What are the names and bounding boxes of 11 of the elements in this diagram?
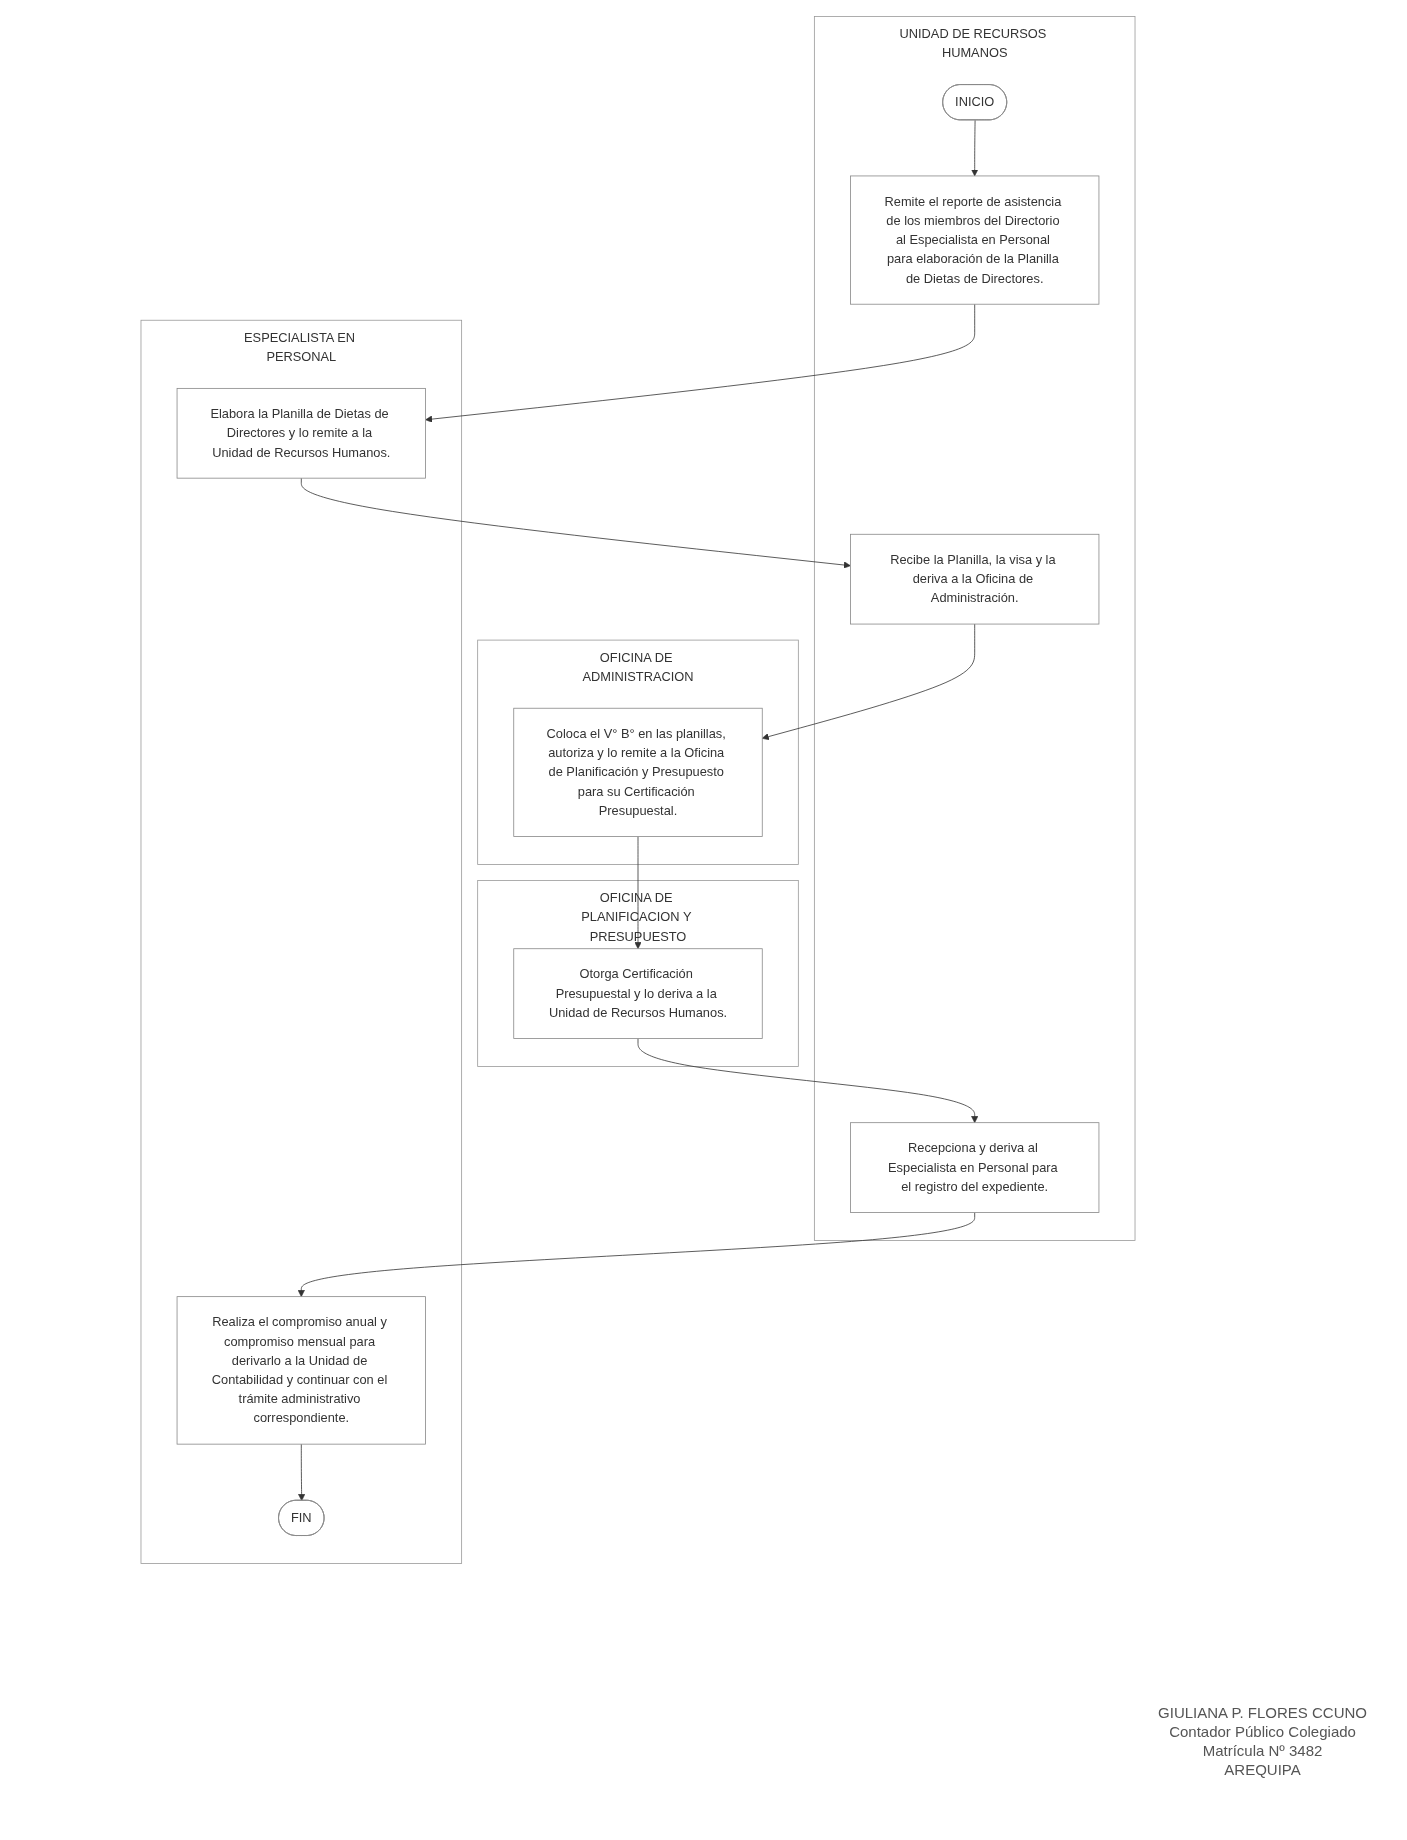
signature-text: Matrícula Nº 3482: [1201, 1742, 1324, 1759]
node-box: Remite el reporte de asistencia de los miembros del Directorio al Especialista en Personal para elaboración de la Planilla de Dietas de Directores.: [850, 175, 1100, 305]
node-box: Recibe la Planilla, la visa y la deriva a la Oficina de Administración.: [850, 533, 1100, 625]
node-box: Coloca el V° B° en las planillas, autoriza y lo remite a la Oficina de Planificación y Presupuesto para su Certificación Presupuestal.: [513, 707, 763, 837]
node-box: Otorga Certificación Presupuestal y lo deriva a la Unidad de Recursos Humanos.: [513, 948, 763, 1039]
node-box: Recepciona y deriva al Especialista en Personal para el registro del expediente.: [850, 1122, 1100, 1213]
node-box: Realiza el compromiso anual y compromiso mensual para derivarlo a la Unidad de Contabilidad y continuar con el trámite administrativo correspondiente.: [176, 1296, 426, 1445]
signature-text: AREQUIPA: [1223, 1761, 1302, 1778]
node-box: Elabora la Planilla de Dietas de Directores y lo remite a la Unidad de Recursos Humanos.: [176, 388, 426, 479]
signature-text: Contador Público Colegiado: [1168, 1723, 1357, 1740]
signature-text: GIULIANA P. FLORES CCUNO: [1158, 1704, 1367, 1721]
